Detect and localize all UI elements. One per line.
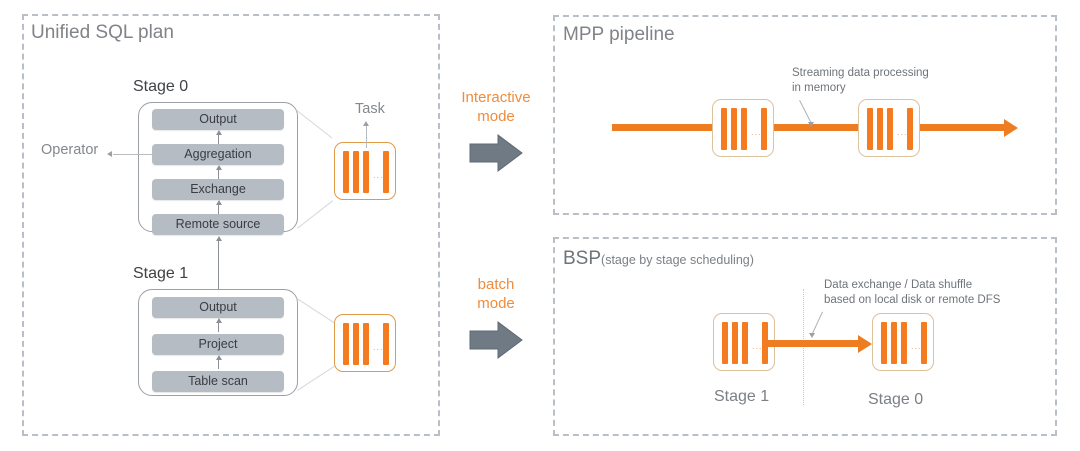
panel-unified-sql-plan [22,14,440,436]
stage-0-label: Stage 0 [133,78,189,95]
interactive-mode-line2: mode [477,108,515,125]
task-bar [887,108,893,150]
stage-1-label: Stage 1 [133,265,189,282]
task-bar [721,108,727,150]
bsp-stage-1-label: Stage 1 [714,388,770,405]
panel-title-bsp-main: BSP [563,248,602,269]
operator-stage0-aggregation[interactable]: Aggregation [152,144,284,165]
mpp-flow-line [612,124,1010,131]
bsp-stage-0-label: Stage 0 [868,391,924,408]
task-bar [731,108,737,150]
panel-bsp [553,237,1057,436]
task-bar [363,151,369,193]
batch-mode-line1: batch [477,276,515,293]
task-bar [343,151,349,193]
task-ellipsis: ... [373,342,384,352]
task-bar [907,108,913,150]
panel-mpp-pipeline [553,15,1057,215]
task-pointer-line [366,126,367,148]
operator-arrow [215,165,222,179]
operator-stage0-output[interactable]: Output [152,109,284,130]
task-bar [353,151,359,193]
task-bar [363,323,369,365]
task-icon-stage0[interactable]: ... [334,142,396,200]
bsp-annotation-line1: Data exchange / Data shuffle [824,279,973,291]
task-ellipsis: ... [373,170,384,180]
bsp-task-icon-stage1[interactable]: ... [713,313,775,371]
operator-arrow [215,130,222,144]
panel-title-bsp-sub: (stage by stage scheduling) [601,253,754,267]
operator-stage0-remote-source[interactable]: Remote source [152,214,284,235]
interactive-mode-label: Interactive mode [452,88,540,126]
task-bar [722,322,728,364]
task-bar [901,322,907,364]
task-bar [383,151,389,193]
mpp-annotation-pointer-head [808,122,814,127]
task-bar [762,322,768,364]
bsp-annotation-line2: based on local disk or remote DFS [824,294,1001,306]
interactive-mode-line1: Interactive [461,89,531,106]
bsp-annotation: Data exchange / Data shuffle based on lo… [824,278,1000,308]
operator-caption: Operator [41,142,99,158]
batch-mode-arrow-icon [469,321,523,359]
task-bar [891,322,897,364]
operator-stage1-output[interactable]: Output [152,297,284,318]
operator-stage0-exchange[interactable]: Exchange [152,179,284,200]
batch-mode-label: batch mode [452,275,540,313]
panel-title-mpp-pipeline: MPP pipeline [563,24,675,45]
operator-pointer-line [113,154,153,155]
task-ellipsis: ... [752,341,763,351]
task-caption: Task [355,101,385,117]
task-bar [877,108,883,150]
mpp-task-icon-2[interactable]: ... [858,99,920,157]
task-bar [867,108,873,150]
task-bar [921,322,927,364]
operator-pointer-head [107,150,112,157]
operator-stage1-project[interactable]: Project [152,334,284,355]
panel-title-bsp: BSP(stage by stage scheduling) [563,248,754,270]
task-bar [343,323,349,365]
bsp-flow-arrowhead [858,334,872,353]
mpp-annotation-line1: Streaming data processing [792,67,929,79]
mpp-annotation-line2: in memory [792,82,846,94]
task-ellipsis: ... [911,341,922,351]
task-pointer-head [362,121,369,126]
interactive-mode-arrow-icon [469,134,523,172]
task-bar [741,108,747,150]
task-bar [732,322,738,364]
bsp-stage-divider [803,289,804,405]
bsp-flow-line [766,340,862,347]
task-bar [383,323,389,365]
panel-title-unified-sql-plan: Unified SQL plan [31,22,174,43]
batch-mode-line2: mode [477,295,515,312]
stage-link-arrow [215,236,222,298]
task-ellipsis: ... [751,127,762,137]
bsp-task-icon-stage0[interactable]: ... [872,313,934,371]
operator-arrow [215,318,222,332]
operator-stage1-table-scan[interactable]: Table scan [152,371,284,392]
mpp-annotation: Streaming data processing in memory [792,66,929,96]
task-bar [742,322,748,364]
task-icon-stage1[interactable]: ... [334,314,396,372]
task-ellipsis: ... [897,127,908,137]
task-bar [881,322,887,364]
operator-arrow [215,355,222,369]
mpp-flow-arrowhead [1004,118,1018,137]
operator-arrow [215,200,222,214]
bsp-annotation-pointer-head [809,333,815,338]
mpp-task-icon-1[interactable]: ... [712,99,774,157]
task-bar [353,323,359,365]
task-bar [761,108,767,150]
